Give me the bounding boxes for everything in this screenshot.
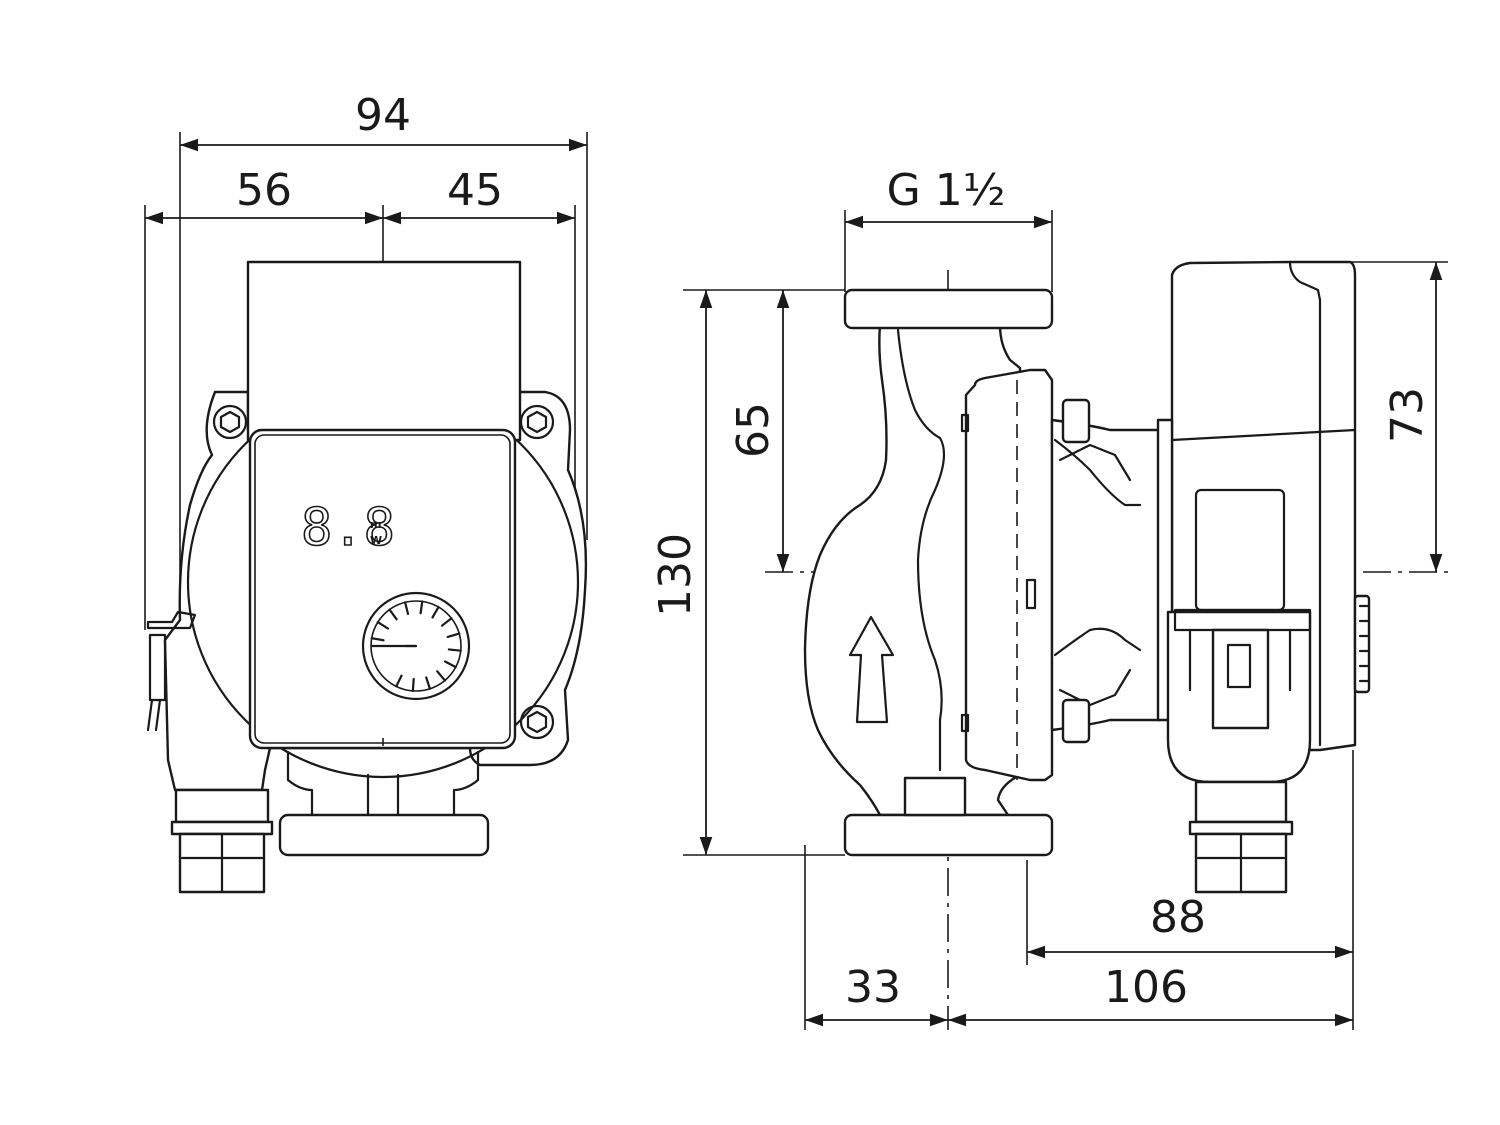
knob-tick [444, 660, 457, 669]
dimension-94: 94 [180, 90, 587, 152]
side-knob [1353, 594, 1371, 694]
knob-tick [425, 676, 432, 690]
dimension-45: 45 [383, 165, 575, 225]
dimension-label-130: 130 [650, 533, 701, 617]
dimension-88: 88 [1027, 892, 1353, 959]
front-bottom-flange [278, 738, 490, 857]
dimension-label-73: 73 [1382, 387, 1433, 443]
dimension-thread: G 1½ [845, 165, 1052, 229]
knob-tick [411, 677, 415, 692]
dimension-56: 56 [145, 165, 383, 225]
front-control-box-top [246, 260, 522, 442]
side-cable-gland [1188, 780, 1294, 894]
side-plug-connector [1166, 608, 1312, 784]
dimension-130: 130 [650, 290, 713, 855]
lcd-digits: 8.8 [301, 498, 395, 558]
flow-direction-arrow [848, 615, 895, 724]
side-motor-flange [964, 368, 1054, 782]
knob-tick [431, 605, 440, 619]
side-top-flange [843, 288, 1054, 330]
knob-tick [395, 674, 403, 688]
hex-bolt-top-left [212, 404, 248, 440]
dimension-33: 33 [805, 962, 948, 1027]
front-view: 94 56 45 [144, 90, 588, 894]
knob-tick [440, 617, 453, 627]
knob-tick [447, 648, 462, 652]
knob-tick [376, 621, 390, 630]
dimension-65: 65 [728, 290, 790, 572]
dimension-label-56: 56 [236, 165, 292, 216]
knob-tick [404, 601, 410, 616]
front-cable-gland [170, 788, 274, 894]
side-view: G 1½ 130 65 73 88 106 33 [650, 165, 1448, 1030]
dimension-label-33: 33 [845, 962, 901, 1013]
knob-tick [388, 608, 398, 621]
side-bottom-stub [903, 776, 967, 817]
dimension-106: 106 [948, 962, 1353, 1027]
hex-bolt-bottom-right [519, 704, 555, 740]
dimension-label-106: 106 [1104, 962, 1188, 1013]
lcd-unit-w: W [370, 534, 382, 547]
front-side-connector [146, 610, 197, 732]
control-knob [361, 591, 471, 701]
dimension-label-45: 45 [447, 165, 503, 216]
lcd-display: 8.8 m W [300, 497, 396, 559]
lcd-unit-m: m [370, 518, 381, 531]
knob-tick [370, 637, 385, 642]
knob-tick [436, 670, 447, 682]
dimension-label-thread: G 1½ [887, 165, 1006, 216]
side-bottom-flange [843, 813, 1054, 857]
dimension-label-65: 65 [728, 402, 779, 458]
dimension-label-88: 88 [1150, 892, 1206, 943]
side-motor-housing [1050, 418, 1162, 732]
knob-tick [446, 632, 461, 639]
dimension-label-94: 94 [355, 90, 411, 141]
knob-tick [419, 600, 424, 615]
dimension-73: 73 [1382, 262, 1443, 572]
front-control-panel [248, 428, 517, 750]
